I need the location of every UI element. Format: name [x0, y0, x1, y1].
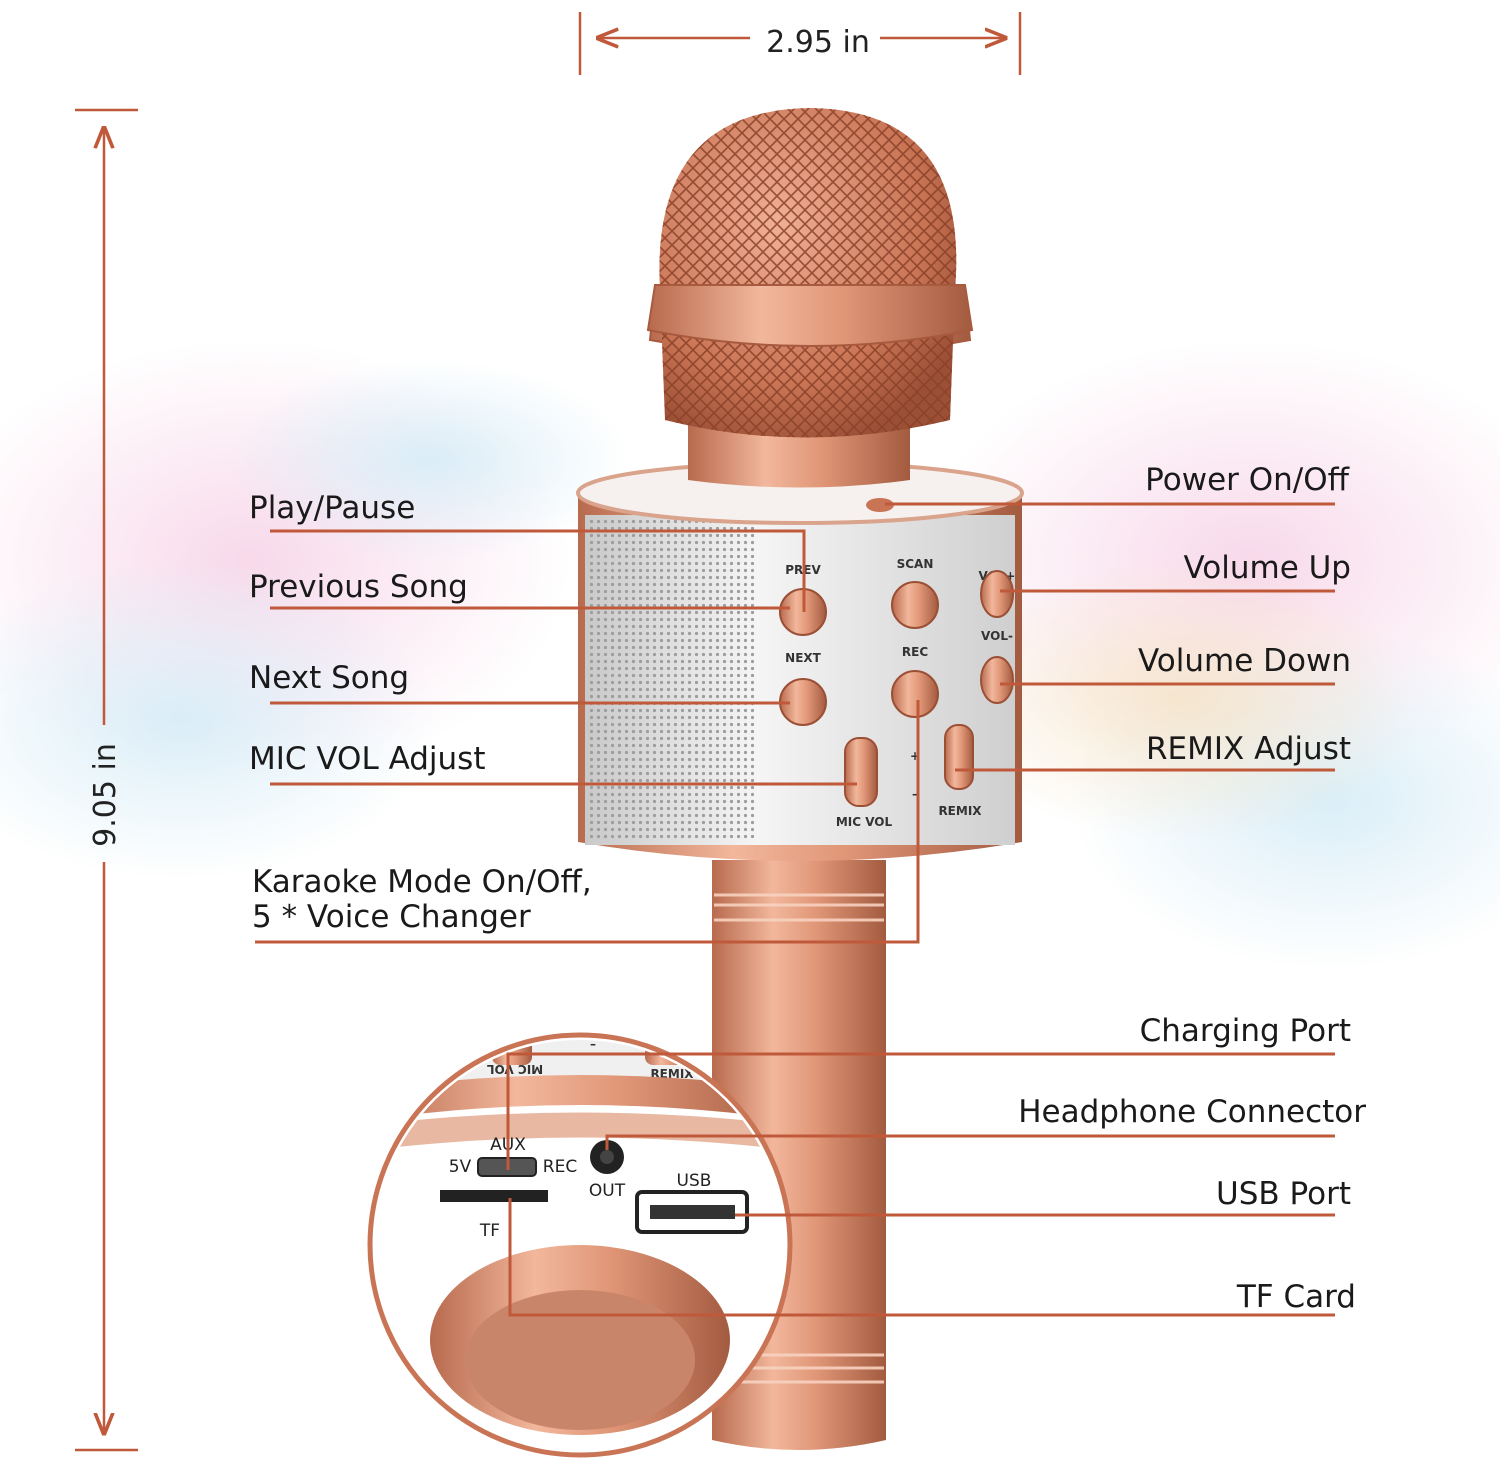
rec-button[interactable] [891, 670, 939, 718]
svg-text:+: + [910, 749, 920, 763]
next-button-label: NEXT [785, 651, 821, 665]
label-next-song: Next Song [249, 660, 409, 696]
label-volume-down: Volume Down [1138, 643, 1351, 679]
rec-port-label: REC [543, 1157, 577, 1177]
label-remix-adjust: REMIX Adjust [1146, 731, 1351, 767]
rec-button-label: REC [902, 645, 928, 659]
scan-button-label: SCAN [897, 557, 934, 571]
label-mic-vol-adjust: MIC VOL Adjust [249, 741, 485, 777]
right-callouts: Power On/Off Volume Up Volume Down REMIX… [1018, 462, 1366, 1315]
play-pause-button[interactable] [891, 581, 939, 629]
mic-vol-slider[interactable] [844, 737, 878, 807]
label-headphone: Headphone Connector [1018, 1094, 1366, 1130]
out-label: OUT [589, 1181, 626, 1201]
width-dimension: 2.95 in [578, 12, 1022, 75]
inset-mic-vol-text: MIC VOL [486, 1062, 543, 1076]
pastel-background [0, 340, 1500, 970]
usb-label: USB [677, 1171, 712, 1191]
label-karaoke-line2: 5 * Voice Changer [252, 899, 531, 935]
power-button[interactable] [866, 498, 894, 512]
label-charging-port: Charging Port [1140, 1013, 1351, 1049]
volume-down-button[interactable] [980, 656, 1014, 704]
label-karaoke-line1: Karaoke Mode On/Off, [252, 864, 592, 900]
remix-device-label: REMIX [938, 804, 982, 818]
label-play-pause: Play/Pause [249, 490, 415, 526]
label-usb-port: USB Port [1216, 1176, 1351, 1212]
svg-text:+: + [593, 1014, 603, 1028]
height-dimension: 9.05 in [75, 108, 138, 1452]
height-label: 9.05 in [88, 743, 123, 847]
svg-text:–: – [912, 787, 918, 801]
5v-label: 5V [449, 1157, 472, 1177]
tf-card-slot[interactable] [440, 1190, 548, 1202]
remix-slider[interactable] [944, 724, 974, 790]
vol-minus-label: VOL- [981, 629, 1013, 643]
control-panel: PREV SCAN VOL+ NEXT REC VOL- MIC VOL + –… [779, 557, 1015, 829]
svg-text:–: – [590, 1037, 596, 1051]
microphone: PREV SCAN VOL+ NEXT REC VOL- MIC VOL + –… [576, 108, 1024, 1450]
leader-lines [255, 502, 1335, 1317]
label-tf-card: TF Card [1236, 1279, 1356, 1315]
tf-label: TF [479, 1221, 500, 1241]
label-power: Power On/Off [1145, 462, 1349, 498]
label-previous-song: Previous Song [249, 569, 468, 605]
mic-vol-device-label: MIC VOL [836, 815, 893, 829]
width-label: 2.95 in [766, 25, 870, 60]
left-callouts: Play/Pause Previous Song Next Song MIC V… [249, 490, 592, 935]
volume-up-button[interactable] [980, 570, 1014, 618]
label-volume-up: Volume Up [1183, 550, 1351, 586]
